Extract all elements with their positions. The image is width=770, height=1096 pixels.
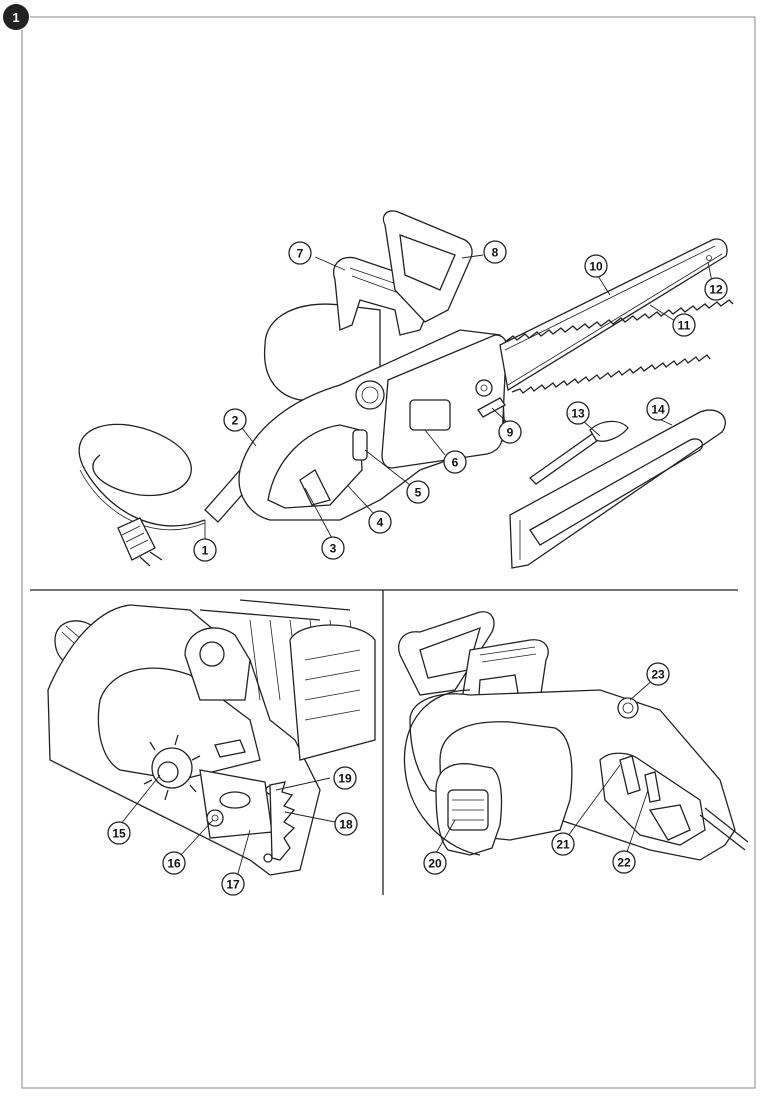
- svg-text:9: 9: [507, 426, 514, 440]
- callout-2: 2: [223, 408, 247, 432]
- svg-text:17: 17: [226, 878, 240, 892]
- svg-text:4: 4: [377, 516, 384, 530]
- svg-text:20: 20: [428, 857, 442, 871]
- svg-text:11: 11: [678, 319, 691, 333]
- svg-text:21: 21: [556, 838, 570, 852]
- callout-13: 13: [566, 401, 590, 425]
- callout-9: 9: [498, 420, 522, 444]
- callout-23: 23: [646, 662, 670, 686]
- callout-7: 7: [288, 241, 312, 265]
- svg-text:6: 6: [452, 456, 459, 470]
- svg-text:22: 22: [617, 856, 631, 870]
- callout-16: 16: [162, 851, 186, 875]
- callout-12: 12: [704, 277, 728, 301]
- rear-view-illustration: [398, 611, 749, 861]
- bar-cover: [509, 409, 726, 569]
- svg-text:2: 2: [232, 414, 239, 428]
- svg-text:5: 5: [415, 486, 422, 500]
- callout-10: 10: [584, 254, 608, 278]
- callout-14: 14: [646, 397, 670, 421]
- callout-20: 20: [423, 851, 447, 875]
- callout-22: 22: [612, 850, 636, 874]
- figure-number: 1: [12, 10, 19, 25]
- callout-8: 8: [483, 240, 507, 264]
- sprocket-icon: [143, 734, 201, 801]
- figure-number-badge: 1: [3, 4, 29, 30]
- callout-17: 17: [221, 872, 245, 896]
- callout-18: 18: [334, 812, 358, 836]
- panel-dividers: [30, 589, 738, 895]
- callout-11: 11: [672, 313, 696, 337]
- callout-15: 15: [107, 821, 131, 845]
- svg-text:14: 14: [651, 403, 665, 417]
- svg-text:12: 12: [709, 283, 723, 297]
- svg-text:8: 8: [492, 246, 499, 260]
- svg-text:13: 13: [571, 407, 585, 421]
- svg-text:23: 23: [651, 668, 665, 682]
- spanner-tool: [528, 420, 629, 485]
- svg-text:3: 3: [330, 542, 337, 556]
- leader-lines: [119, 254, 713, 878]
- callout-19: 19: [333, 766, 357, 790]
- callout-6: 6: [443, 450, 467, 474]
- svg-text:15: 15: [112, 827, 126, 841]
- callout-21: 21: [551, 832, 575, 856]
- callout-3: 3: [321, 536, 345, 560]
- chainsaw-overview-illustration: [78, 210, 734, 569]
- callout-1: 1: [193, 538, 217, 562]
- svg-text:19: 19: [338, 772, 352, 786]
- svg-text:18: 18: [339, 818, 353, 832]
- sprocket-detail-illustration: [47, 599, 376, 876]
- callouts: 1 2 3 4 5 6 7 8 9 10 11 12 13 14 15 16 1…: [107, 240, 728, 896]
- svg-text:16: 16: [167, 857, 181, 871]
- callout-4: 4: [368, 510, 392, 534]
- page-frame: [21, 16, 756, 1089]
- svg-text:10: 10: [589, 260, 603, 274]
- plug-icon: [117, 517, 163, 567]
- svg-text:1: 1: [202, 544, 209, 558]
- callout-5: 5: [406, 480, 430, 504]
- svg-text:7: 7: [297, 247, 304, 261]
